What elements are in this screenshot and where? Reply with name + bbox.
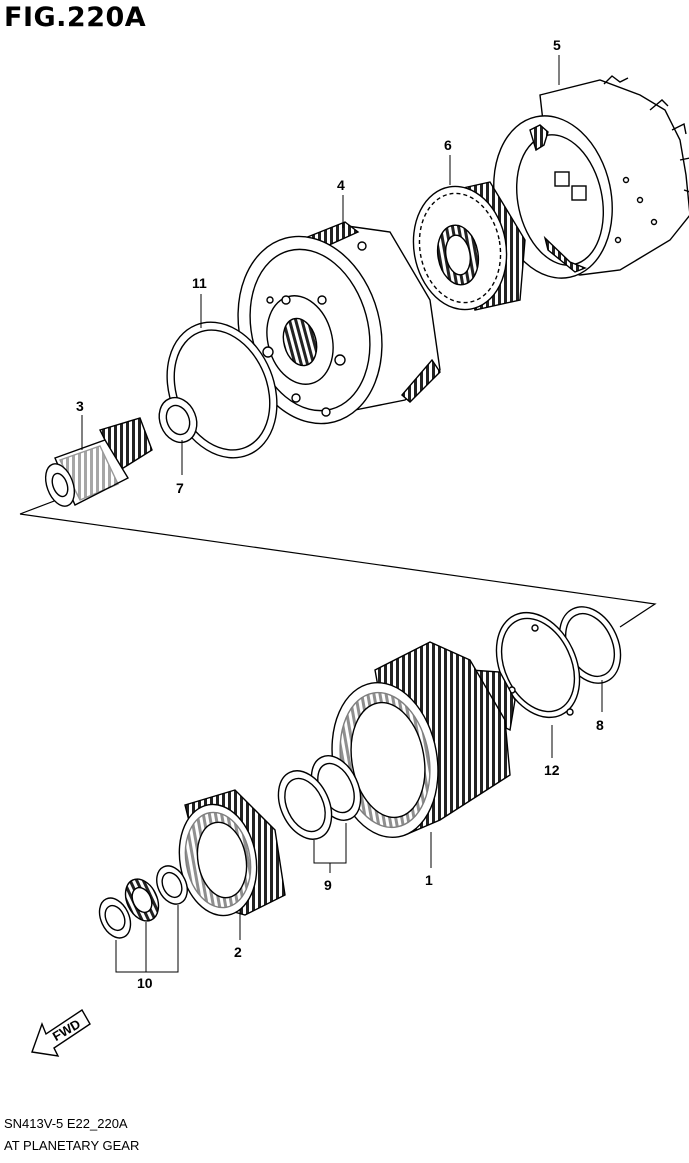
part-5-ring-gear-housing bbox=[493, 75, 689, 279]
callout-12: 12 bbox=[544, 762, 560, 778]
callout-8: 8 bbox=[596, 717, 604, 733]
callout-1: 1 bbox=[425, 872, 433, 888]
callout-6: 6 bbox=[444, 137, 452, 153]
callout-9: 9 bbox=[324, 877, 332, 893]
section-separator bbox=[19, 494, 657, 628]
part-1-clutch-drum bbox=[331, 641, 516, 839]
part-3-shaft bbox=[44, 417, 153, 507]
callout-5: 5 bbox=[553, 37, 561, 53]
callout-10: 10 bbox=[137, 975, 153, 991]
callout-10-bracket bbox=[115, 905, 179, 973]
callout-7: 7 bbox=[176, 480, 184, 496]
callout-9-bracket bbox=[313, 823, 347, 873]
part-6-sun-gear bbox=[412, 181, 526, 311]
fwd-arrow: FWD bbox=[31, 1009, 91, 1057]
callout-11: 11 bbox=[192, 275, 207, 291]
callout-4: 4 bbox=[337, 177, 345, 193]
figure-title: FIG.220A bbox=[4, 2, 147, 33]
part-2-gear bbox=[178, 789, 286, 917]
callout-3: 3 bbox=[76, 398, 84, 414]
figure-code: SN413V-5 E22_220A bbox=[4, 1116, 128, 1131]
figure-name: AT PLANETARY GEAR bbox=[4, 1138, 140, 1153]
part-12-plate bbox=[495, 611, 581, 719]
part-9-washer-pair bbox=[277, 755, 362, 840]
callout-2: 2 bbox=[234, 944, 242, 960]
part-7-washer bbox=[158, 396, 198, 444]
part-4-planet-carrier bbox=[237, 221, 441, 425]
part-10-bearing-set bbox=[98, 865, 188, 939]
